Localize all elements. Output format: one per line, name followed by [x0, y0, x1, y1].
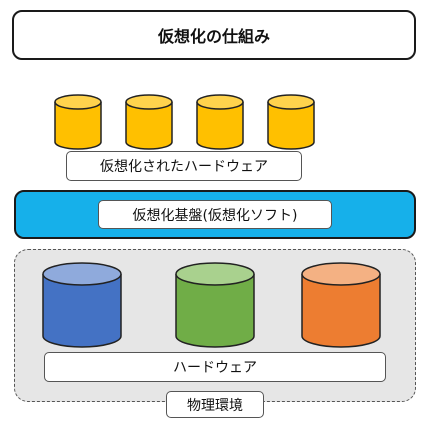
virtual-hardware-drum-2 — [125, 94, 173, 150]
physical-drum-green — [175, 262, 255, 348]
virtual-hardware-drum-4 — [267, 94, 315, 150]
hardware-label-text: ハードウェア — [173, 360, 257, 376]
virtualization-base-label: 仮想化基盤(仮想化ソフト) — [98, 200, 332, 229]
virtual-hardware-label-text: 仮想化されたハードウェア — [100, 159, 268, 175]
physical-drum-blue — [42, 262, 122, 348]
virtual-hardware-label: 仮想化されたハードウェア — [66, 151, 302, 181]
virtualization-base-bar — [14, 190, 416, 239]
hardware-label: ハードウェア — [44, 352, 386, 382]
virtual-hardware-drum-1 — [54, 94, 102, 150]
virtual-hardware-drum-3 — [196, 94, 244, 150]
diagram-title: 仮想化の仕組み — [12, 10, 416, 60]
virtualization-base-label-text: 仮想化基盤(仮想化ソフト) — [132, 207, 298, 224]
title-text: 仮想化の仕組み — [157, 27, 270, 46]
physical-drum-orange — [301, 262, 381, 348]
physical-environment-label: 物理環境 — [166, 391, 264, 418]
physical-environment-label-text: 物理環境 — [187, 397, 243, 414]
